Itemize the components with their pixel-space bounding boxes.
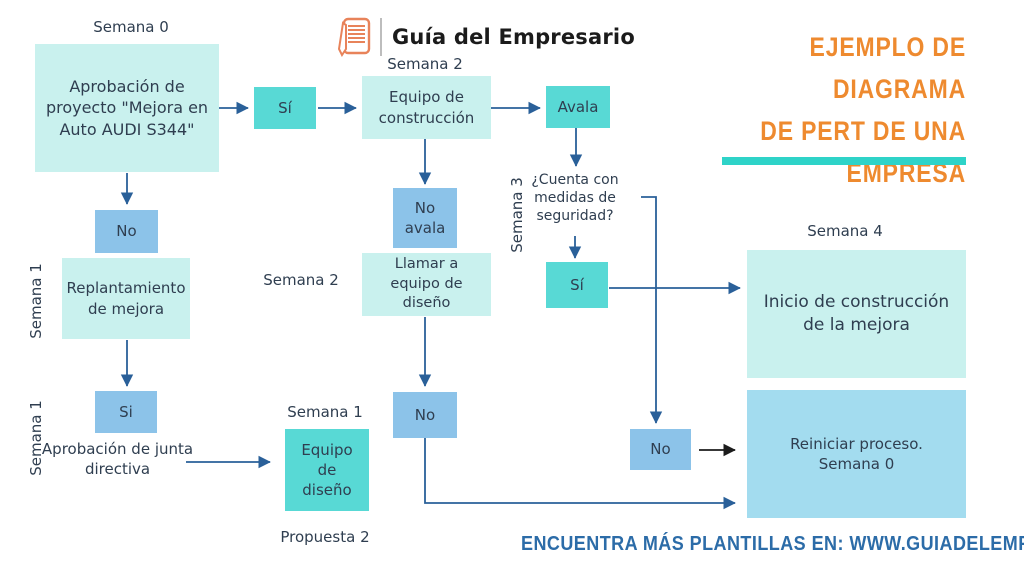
node-pregunta-seguridad: ¿Cuenta con medidas de seguridad? bbox=[531, 172, 619, 225]
node-si-3: Sí bbox=[546, 262, 608, 308]
node-no-1: No bbox=[95, 210, 158, 253]
page-title-line1: EJEMPLO DE DIAGRAMA bbox=[809, 32, 966, 104]
node-aprobacion-junta: Aprobación de junta directiva bbox=[41, 440, 194, 478]
node-inicio-construccion: Inicio de construcción de la mejora bbox=[747, 250, 966, 378]
node-reiniciar-proceso: Reiniciar proceso. Semana 0 bbox=[747, 390, 966, 518]
node-si-2: Si bbox=[95, 391, 157, 433]
label-semana-4: Semana 4 bbox=[807, 222, 883, 240]
page-title: EJEMPLO DE DIAGRAMA DE PERT DE UNA EMPRE… bbox=[740, 26, 966, 194]
label-semana-1-diseno: Semana 1 bbox=[287, 403, 363, 421]
node-si-1: Sí bbox=[254, 87, 316, 129]
footer-url-text: ENCUENTRA MÁS PLANTILLAS EN: WWW.GUIADEL… bbox=[521, 533, 1024, 555]
node-no-2: No bbox=[393, 392, 457, 438]
node-reiniciar-line2: Semana 0 bbox=[818, 455, 895, 473]
label-semana-2-mid: Semana 2 bbox=[263, 271, 339, 289]
header-divider bbox=[380, 18, 382, 56]
node-llamar-equipo-diseno: Llamar a equipo de diseño bbox=[362, 253, 491, 316]
label-semana-2-top: Semana 2 bbox=[387, 55, 463, 73]
label-semana-0: Semana 0 bbox=[93, 18, 169, 36]
label-propuesta-2: Propuesta 2 bbox=[280, 528, 370, 546]
title-underline bbox=[722, 157, 966, 165]
node-avala: Avala bbox=[546, 86, 610, 128]
node-aprobacion-proyecto: Aprobación de proyecto "Mejora en Auto A… bbox=[35, 44, 219, 172]
label-semana-1-vertical-a: Semana 1 bbox=[27, 263, 45, 339]
node-replantamiento: Replantamiento de mejora bbox=[62, 258, 190, 339]
node-equipo-diseno: Equipo de diseño bbox=[285, 429, 369, 511]
page-title-line2: DE PERT DE UNA bbox=[760, 116, 966, 146]
brand-title: Guía del Empresario bbox=[392, 25, 635, 49]
node-no-avala: No avala bbox=[393, 188, 457, 248]
node-equipo-construccion: Equipo de construcción bbox=[362, 76, 491, 139]
node-reiniciar-line1: Reiniciar proceso. bbox=[790, 434, 923, 453]
node-no-3: No bbox=[630, 429, 691, 470]
document-pen-icon bbox=[334, 15, 376, 59]
